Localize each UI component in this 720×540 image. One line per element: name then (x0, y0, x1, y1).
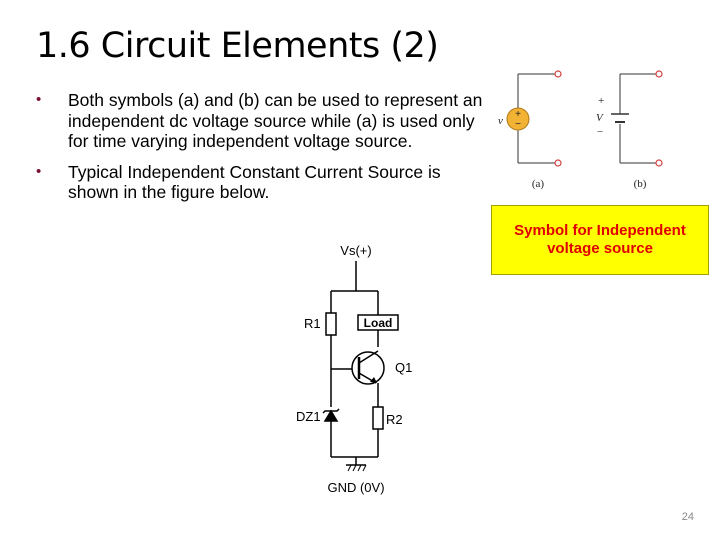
source-plus-sign: + (515, 109, 521, 120)
slide-title: 1.6 Circuit Elements (2) (36, 26, 439, 66)
terminal-icon (554, 70, 562, 78)
emitter-arrow-icon (370, 377, 377, 383)
bullet-item: • Both symbols (a) and (b) can be used t… (36, 90, 486, 152)
figure-label-b: (b) (634, 178, 647, 190)
bullet-text: Typical Independent Constant Current Sou… (68, 161, 441, 203)
terminal-icon (554, 159, 562, 167)
gnd-label: GND (0V) (327, 480, 384, 495)
vs-label: Vs(+) (340, 243, 371, 258)
bullet-marker: • (36, 91, 42, 108)
battery-minus-label: − (597, 126, 603, 138)
source-minus-sign: − (515, 119, 521, 130)
callout-text: Symbol for Independent voltage source (514, 222, 686, 257)
ac-source-icon (506, 107, 530, 131)
r2-label: R2 (386, 412, 403, 427)
zener-diode-icon (323, 409, 339, 422)
bullet-marker: • (36, 162, 42, 180)
terminal-icon (655, 70, 663, 78)
current-source-circuit: Vs(+) R1 Load Q1 DZ1 R2 GND (0V) (296, 243, 412, 495)
var-v-label: v (498, 115, 503, 127)
r1-resistor-icon (325, 312, 337, 336)
load-label: Load (364, 316, 393, 330)
dz1-label: DZ1 (296, 409, 321, 424)
page-number: 24 (681, 511, 694, 523)
transistor-q1-icon (351, 351, 385, 385)
r2-resistor-icon (372, 406, 384, 430)
bullet-item: • Typical Independent Constant Current S… (36, 162, 486, 203)
battery-plus-label: + (598, 95, 604, 107)
var-V-label: V (596, 112, 604, 124)
terminal-icon (655, 159, 663, 167)
bullet-text: Both symbols (a) and (b) can be used to … (68, 90, 483, 151)
voltage-source-symbols-figure: + − v + V − (a) (b) (498, 70, 663, 190)
r1-label: R1 (304, 316, 321, 331)
figure-label-a: (a) (532, 178, 545, 190)
bullet-list: • Both symbols (a) and (b) can be used t… (36, 90, 486, 213)
q1-label: Q1 (395, 360, 412, 375)
symbol-callout-box: Symbol for Independent voltage source (491, 205, 709, 275)
